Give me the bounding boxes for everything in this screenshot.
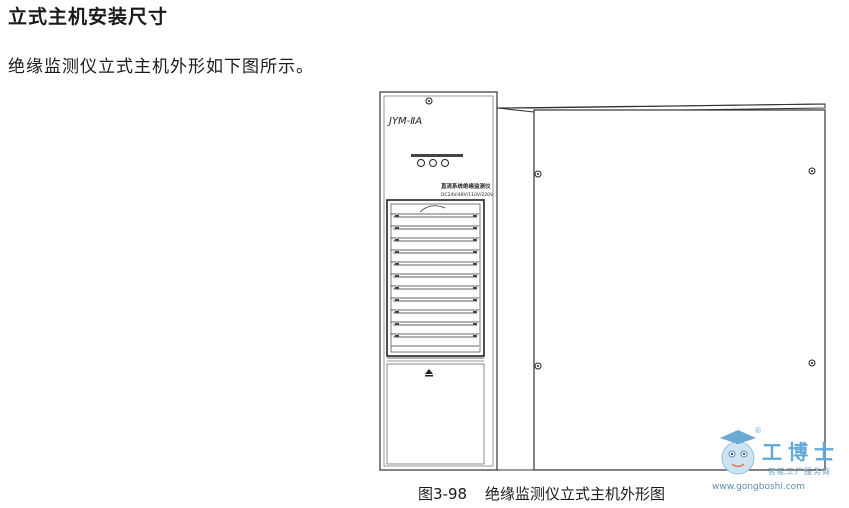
panel-label-line2: DC24V/48V/110V/220V [441, 192, 494, 198]
lower-door [386, 363, 485, 465]
device-figure: JYM-ⅡA 直流系统绝缘监测仪 DC24V/48V/110V/220V [379, 91, 826, 471]
body-screw-icon [534, 362, 542, 370]
body-screw-icon [808, 359, 816, 367]
module-slots [391, 205, 479, 347]
figure-number: 图3-98 [418, 485, 468, 503]
device-model-label: JYM-ⅡA [387, 116, 422, 127]
panel-screw-icon [425, 97, 433, 105]
body-paragraph: 绝缘监测仪立式主机外形如下图所示。 [8, 57, 314, 77]
section-heading: 立式主机安装尺寸 [8, 6, 169, 28]
figure-caption-text: 绝缘监测仪立式主机外形图 [485, 485, 666, 503]
figure-caption: 图3-98 绝缘监测仪立式主机外形图 [418, 483, 665, 504]
module-rack [386, 199, 485, 357]
watermark-url: www.gongboshi.com [712, 482, 805, 492]
watermark-logo: ® 工博士 智能工厂服务商 www.gongboshi.com [712, 422, 842, 500]
indicator-lights [411, 154, 463, 167]
body-screw-icon [808, 167, 816, 175]
mascot-icon [720, 430, 756, 475]
watermark-name: 工博士 [762, 440, 840, 464]
watermark-tagline: 智能工厂服务商 [768, 467, 831, 476]
body-screw-icon [534, 170, 542, 178]
eject-icon [425, 369, 433, 377]
module-slot-tabs [395, 215, 477, 337]
panel-label-line1: 直流系统绝缘监测仪 [441, 182, 491, 190]
registered-mark: ® [754, 426, 762, 435]
device-body-side [533, 109, 826, 471]
